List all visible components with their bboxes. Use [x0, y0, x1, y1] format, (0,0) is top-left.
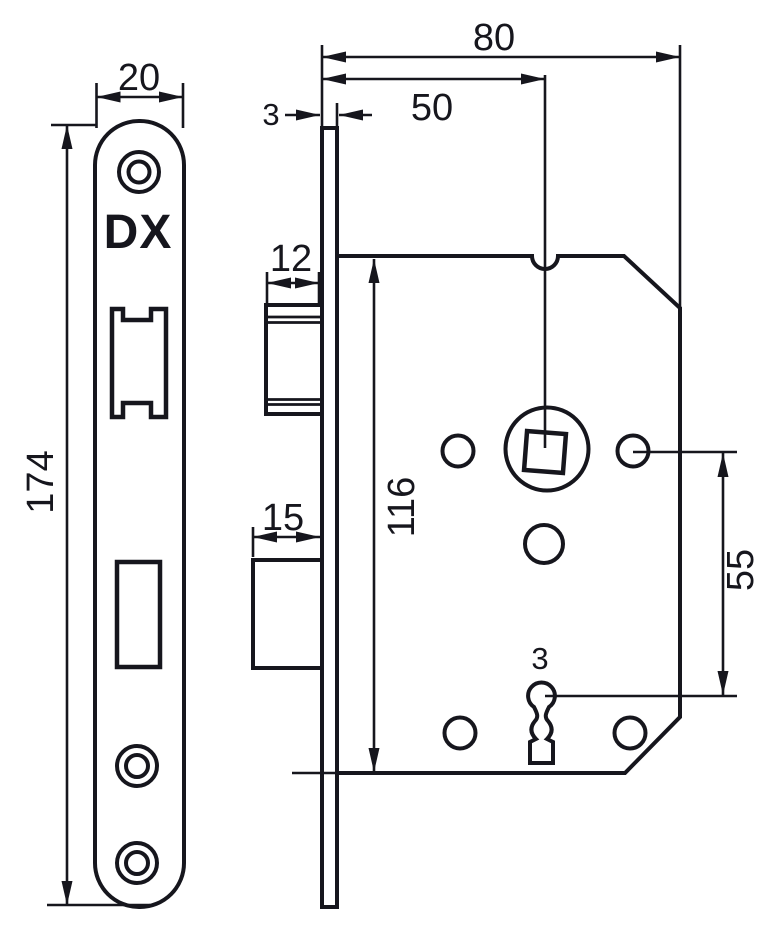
deadbolt-cutout: [114, 559, 163, 670]
dimensions: 20 174 80 50 3: [20, 17, 762, 907]
screw-hole-mid-outer: [115, 744, 159, 788]
dim-3-label: 3: [262, 97, 279, 132]
dim-12-label: 12: [270, 238, 312, 280]
screw-hole-top-outer: [117, 150, 161, 194]
dim-plate-width: 20: [95, 57, 185, 128]
screw-hole-bottom-outer: [115, 841, 159, 885]
dim-55-label: 55: [720, 549, 762, 591]
dim-latch-width: 12: [265, 238, 321, 303]
dim-116-label: 116: [381, 477, 423, 538]
dim-15-label: 15: [262, 497, 304, 539]
dx-logo: DX: [104, 206, 173, 259]
keyhole: [526, 680, 557, 765]
dim-20-label: 20: [118, 57, 160, 99]
faceplate-outline: [93, 119, 186, 909]
dim-plate-height: 174: [20, 123, 150, 907]
screw-hole-mid-inner: [124, 753, 150, 779]
front-view: DX: [93, 119, 186, 909]
faceplate-edge: [320, 126, 339, 909]
dim-backset: 50: [322, 73, 547, 448]
dim-plate-thickness: 3: [262, 97, 372, 132]
screw-hole-top-inner: [126, 159, 152, 185]
dim-case-height: 116: [292, 259, 423, 775]
latch-bolt: [264, 303, 324, 416]
dim-keyhole-3-label: 3: [531, 641, 548, 676]
case-outline: [337, 254, 682, 775]
dim-keyhole-width: 3: [531, 641, 548, 676]
center-hole: [523, 523, 565, 565]
side-view: [251, 126, 682, 909]
dim-key-distance: 55: [545, 450, 762, 698]
fixing-hole-bottom-left: [442, 715, 478, 751]
spindle-square: [521, 428, 569, 476]
screw-hole-bottom-inner: [124, 850, 150, 876]
deadbolt: [251, 558, 324, 670]
dim-bolt-width: 15: [251, 497, 320, 557]
dim-174-label: 174: [20, 450, 62, 513]
dim-case-depth: 80: [320, 17, 682, 310]
spindle-hub-circle: [503, 405, 591, 493]
fixing-hole-left: [440, 433, 476, 469]
fixing-hole-bottom-right: [612, 715, 648, 751]
dim-50-label: 50: [411, 87, 453, 129]
dim-80-label: 80: [473, 17, 515, 59]
latch-cutout: [109, 306, 169, 420]
